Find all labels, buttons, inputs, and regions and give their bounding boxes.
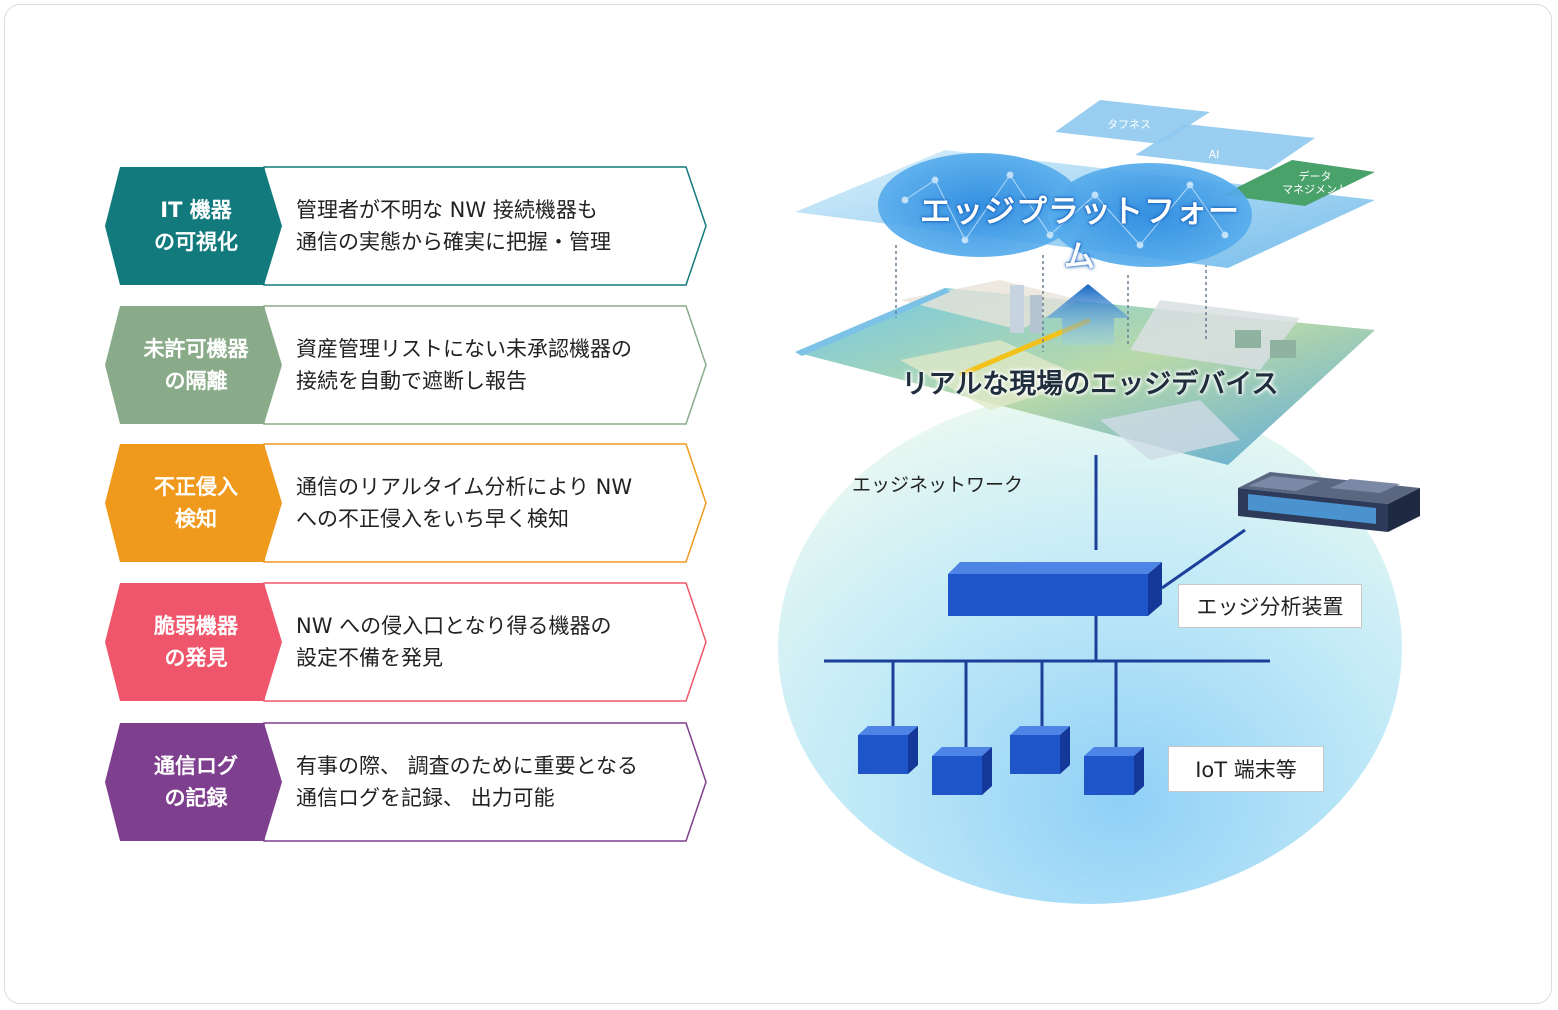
edge-device-layer <box>795 280 1375 465</box>
feature-tag: 通信ログ の記録 <box>154 754 238 810</box>
feature-vulnerability-discovery: 脆弱機器 の発見 NW への侵入口となり得る機器の 設定不備を発見 <box>104 582 708 702</box>
upload-arrow-icon <box>1046 284 1130 345</box>
network-wiring <box>824 455 1270 750</box>
feature-arrow-shape <box>105 443 707 563</box>
feature-description: NW への侵入口となり得る機器の 設定不備を発見 <box>296 614 612 670</box>
iot-device-cube <box>932 747 992 795</box>
edge-network-label: エッジネットワーク <box>852 474 1024 496</box>
feature-description: 通信のリアルタイム分析により NW への不正侵入をいち早く検知 <box>296 475 633 531</box>
iot-device-cube <box>1084 747 1144 795</box>
edge-analyzer-device <box>1238 472 1420 532</box>
edge-network-area <box>778 392 1402 904</box>
iot-device-cube <box>858 726 918 774</box>
feature-intrusion-detection: 不正侵入 検知 通信のリアルタイム分析により NW への不正侵入をいち早く検知 <box>104 443 708 563</box>
feature-arrow-shape <box>105 305 707 425</box>
feature-log-recording: 通信ログ の記録 有事の際、 調査のために重要となる 通信ログを記録、 出力可能 <box>104 722 708 842</box>
feature-tag: 不正侵入 検知 <box>154 475 238 531</box>
iot-devices-label: IoT 端末等 <box>1168 746 1324 792</box>
iot-device-cube <box>1010 726 1070 774</box>
toughness-label: タフネス <box>1107 118 1151 131</box>
edge-device-label: リアルな現場のエッジデバイス <box>901 369 1279 400</box>
feature-description: 有事の際、 調査のために重要となる 通信ログを記録、 出力可能 <box>296 754 639 810</box>
feature-it-visibility: IT 機器 の可視化 管理者が不明な NW 接続機器も 通信の実態から確実に把握… <box>104 166 708 286</box>
feature-arrow-shape <box>105 166 707 286</box>
feature-description: 資産管理リストにない未承認機器の 接続を自動で遮断し報告 <box>296 337 632 393</box>
edge-platform-layer <box>795 100 1375 268</box>
feature-arrow-shape <box>105 582 707 702</box>
feature-unauthorized-isolation: 未許可機器 の隔離 資産管理リストにない未承認機器の 接続を自動で遮断し報告 <box>104 305 708 425</box>
feature-arrow-shape <box>105 722 707 842</box>
feature-description: 管理者が不明な NW 接続機器も 通信の実態から確実に把握・管理 <box>296 198 611 254</box>
data-management-label: データ マネジメント <box>1282 170 1348 196</box>
ai-label: AI <box>1208 148 1220 161</box>
data-management-tile <box>1222 160 1375 206</box>
feature-tag: 未許可機器 の隔離 <box>143 337 249 393</box>
edge-platform-label: エッジプラットフォーム <box>920 194 1240 275</box>
layer-link-lines <box>895 245 1207 352</box>
feature-tag: IT 機器 の可視化 <box>154 198 238 254</box>
edge-analyzer-label: エッジ分析装置 <box>1178 584 1362 628</box>
ai-tile <box>1135 124 1315 170</box>
edge-switch <box>948 562 1162 616</box>
feature-tag: 脆弱機器 の発見 <box>154 614 238 670</box>
